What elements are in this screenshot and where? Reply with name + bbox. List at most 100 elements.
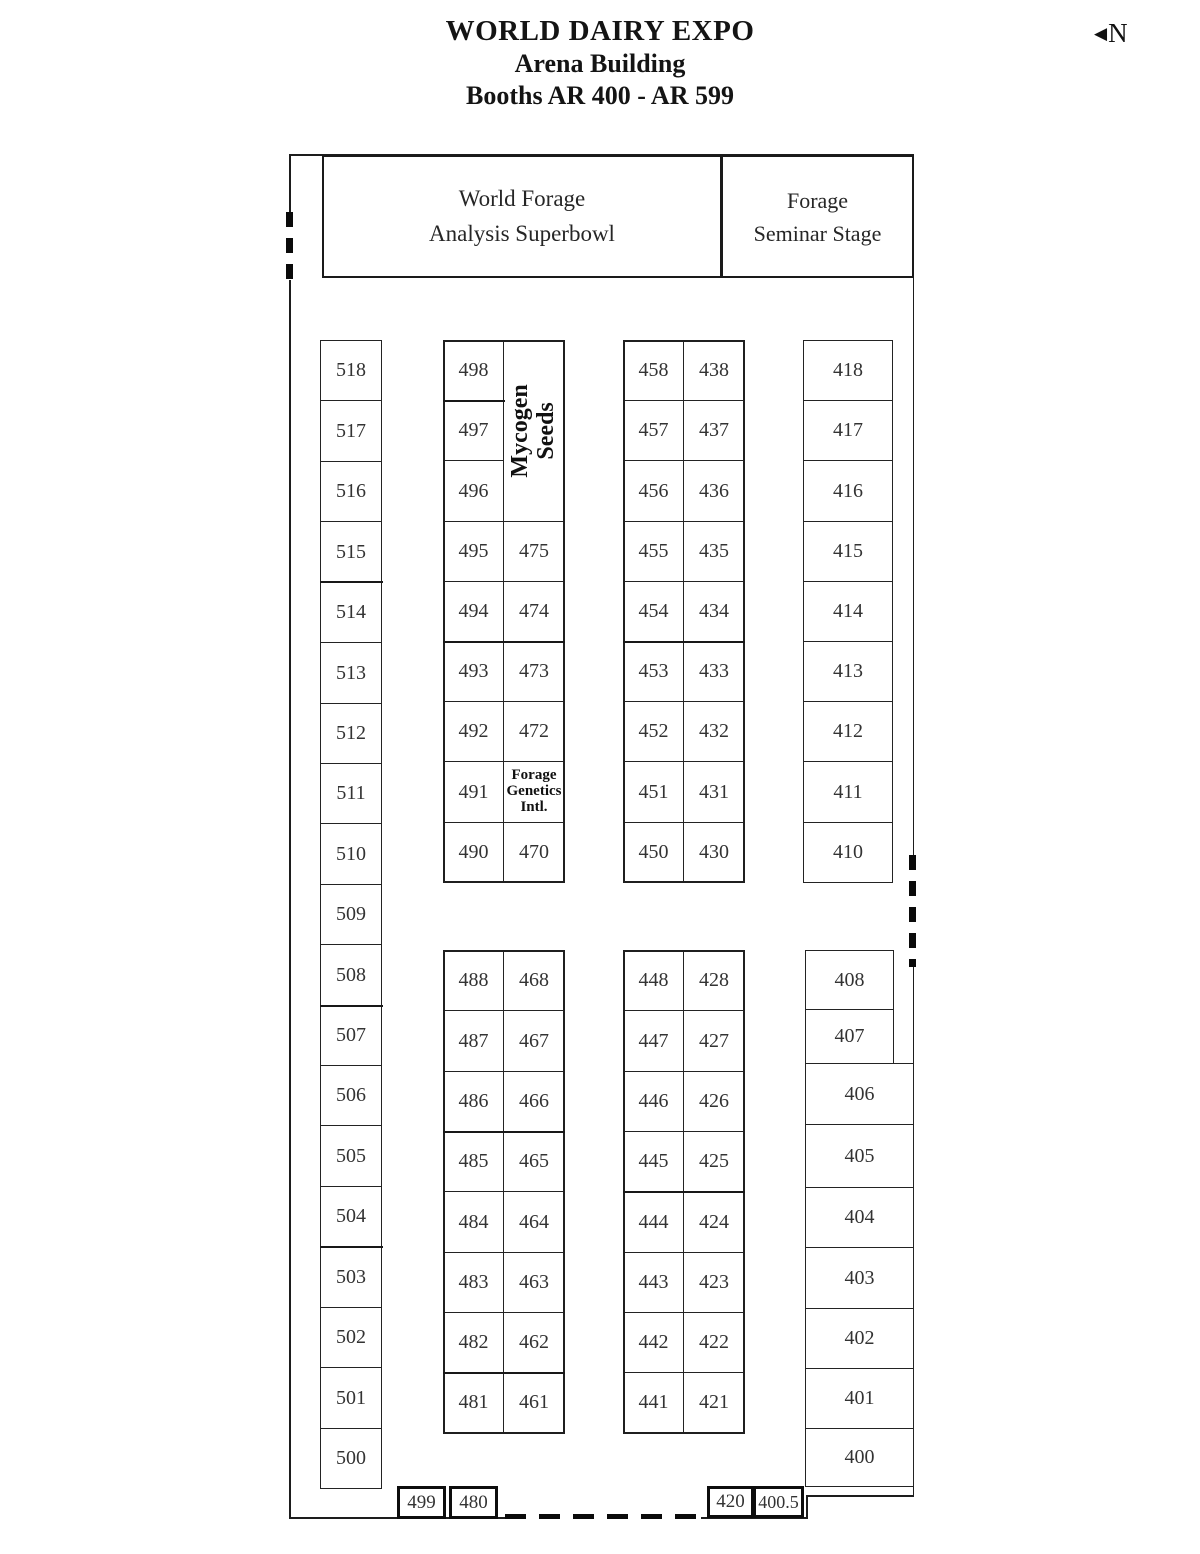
booth-418: 418: [803, 340, 893, 401]
booth-486: 486: [443, 1071, 504, 1132]
booth-475: 475: [503, 521, 565, 582]
divider-454-453: [623, 641, 745, 643]
title-line-3: Booths AR 400 - AR 599: [466, 81, 734, 111]
booth-428: 428: [683, 950, 745, 1011]
booth-421: 421: [683, 1372, 745, 1433]
mycogen-label-line: Mycogen: [507, 384, 534, 478]
booth-408: 408: [805, 950, 894, 1010]
booth-465: 465: [503, 1131, 565, 1192]
booth-404: 404: [805, 1187, 914, 1248]
booth-487: 487: [443, 1010, 504, 1072]
booth-410: 410: [803, 822, 893, 883]
booth-424: 424: [683, 1191, 745, 1253]
booth-414: 414: [803, 581, 893, 642]
booth-473: 473: [503, 641, 565, 702]
booth-422: 422: [683, 1312, 745, 1373]
booth-484: 484: [443, 1191, 504, 1253]
booth-468: 468: [503, 950, 565, 1011]
booth-437: 437: [683, 400, 745, 461]
booth-517: 517: [320, 400, 382, 462]
booth-467: 467: [503, 1010, 565, 1072]
booth-485: 485: [443, 1131, 504, 1192]
booth-507: 507: [320, 1005, 382, 1066]
booth-420: 420: [707, 1486, 754, 1518]
booth-464: 464: [503, 1191, 565, 1253]
booth-503: 503: [320, 1246, 382, 1308]
booth-498: 498: [443, 340, 504, 401]
mycogen-label-line: Seeds: [533, 402, 559, 460]
booth-452: 452: [623, 701, 684, 762]
booth-431: 431: [683, 761, 745, 823]
divider-508-507: [320, 1005, 383, 1007]
booth-511: 511: [320, 763, 382, 824]
booth-413: 413: [803, 641, 893, 702]
booth-501: 501: [320, 1367, 382, 1429]
booth-480: 480: [449, 1486, 498, 1519]
booth-466: 466: [503, 1071, 565, 1132]
divider-482-481: [443, 1372, 565, 1374]
booth-508: 508: [320, 944, 382, 1006]
booth-516: 516: [320, 461, 382, 522]
booth-500: 500: [320, 1428, 382, 1489]
booth-448: 448: [623, 950, 684, 1011]
booth-512: 512: [320, 703, 382, 764]
booth-434: 434: [683, 581, 745, 642]
booth-496: 496: [443, 460, 504, 522]
fgi-label-line: Forage: [511, 767, 557, 784]
stage-seminar-line-1: Forage: [786, 187, 849, 213]
booth-488: 488: [443, 950, 504, 1011]
booth-443: 443: [623, 1252, 684, 1313]
divider-445-444: [623, 1191, 745, 1193]
booth-450: 450: [623, 822, 684, 883]
booth-403: 403: [805, 1247, 914, 1309]
booth-491: 491: [443, 761, 504, 823]
booth-482: 482: [443, 1312, 504, 1373]
booth-490: 490: [443, 822, 504, 883]
booth-515: 515: [320, 521, 382, 583]
divider-504-503: [320, 1246, 383, 1248]
booth-426: 426: [683, 1071, 745, 1132]
booth-509: 509: [320, 884, 382, 945]
divider-498-497: [443, 400, 505, 402]
booth-518: 518: [320, 340, 382, 401]
booth-461: 461: [503, 1372, 565, 1433]
booth-483: 483: [443, 1252, 504, 1313]
wall-right-upper: [913, 155, 914, 855]
booth-411: 411: [803, 761, 893, 823]
divider-486-485: [443, 1131, 565, 1133]
divider-494-493: [443, 641, 565, 643]
stage-superbowl-line-2: Analysis Superbowl: [429, 220, 615, 246]
wall-notch-v: [806, 1495, 808, 1519]
fgi-label-line: Intl.: [520, 798, 548, 815]
stage-forage-seminar: Forage Seminar Stage: [721, 155, 914, 278]
booth-472: 472: [503, 701, 565, 762]
booth-417: 417: [803, 400, 893, 461]
booth-504: 504: [320, 1186, 382, 1247]
booth-416: 416: [803, 460, 893, 522]
booth-497: 497: [443, 400, 504, 461]
booth-456: 456: [623, 460, 684, 522]
fgi-label-line: Genetics: [506, 783, 562, 800]
page-title: WORLD DAIRY EXPO Arena Building Booths A…: [0, 15, 1200, 112]
booth-441: 441: [623, 1372, 684, 1433]
booth-451: 451: [623, 761, 684, 823]
booth-407: 407: [805, 1009, 894, 1064]
wall-left-opening: [286, 212, 293, 280]
booth-400-5: 400.5: [753, 1486, 804, 1518]
booth-406: 406: [805, 1063, 914, 1125]
booth-400: 400: [805, 1428, 914, 1487]
booth-495: 495: [443, 521, 504, 582]
booth-423: 423: [683, 1252, 745, 1313]
stage-seminar-line-2: Seminar Stage: [753, 220, 882, 246]
booth-493: 493: [443, 641, 504, 702]
booth-506: 506: [320, 1065, 382, 1126]
booth-435: 435: [683, 521, 745, 582]
title-line-2: Arena Building: [514, 48, 686, 78]
booth-510: 510: [320, 823, 382, 885]
north-letter: N: [1108, 18, 1128, 48]
wall-right-mid: [913, 967, 914, 1063]
booth-442: 442: [623, 1312, 684, 1373]
